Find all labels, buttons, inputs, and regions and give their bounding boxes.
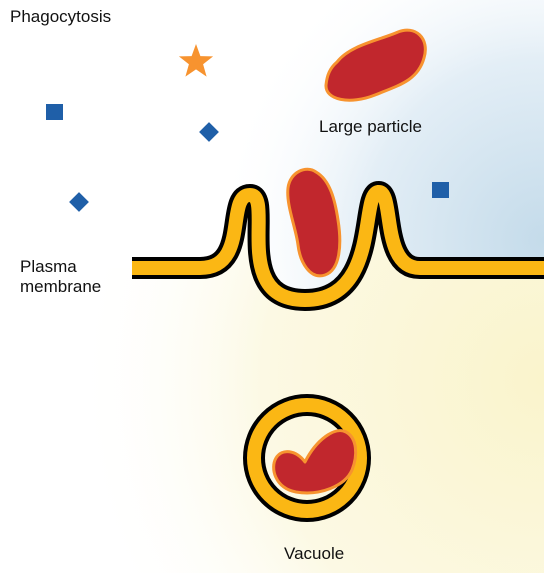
large-particle-label: Large particle	[319, 117, 423, 136]
diamond-icon	[69, 192, 89, 212]
square-icon	[432, 182, 449, 198]
engulfed-particle	[286, 167, 342, 278]
vacuole-particle	[272, 429, 358, 495]
diamond-icon	[199, 122, 219, 142]
star-icon	[178, 44, 214, 77]
square-icon	[46, 104, 63, 120]
plasma-membrane-label-line-1: Plasma	[20, 257, 77, 276]
large-particle	[324, 28, 427, 102]
plasma-membrane-label-line-2: membrane	[20, 277, 102, 296]
diagram-title: Phagocytosis	[10, 7, 112, 26]
vacuole-membrane	[247, 398, 367, 518]
vacuole-label: Vacuole	[284, 544, 345, 563]
plasma-membrane	[132, 185, 544, 307]
